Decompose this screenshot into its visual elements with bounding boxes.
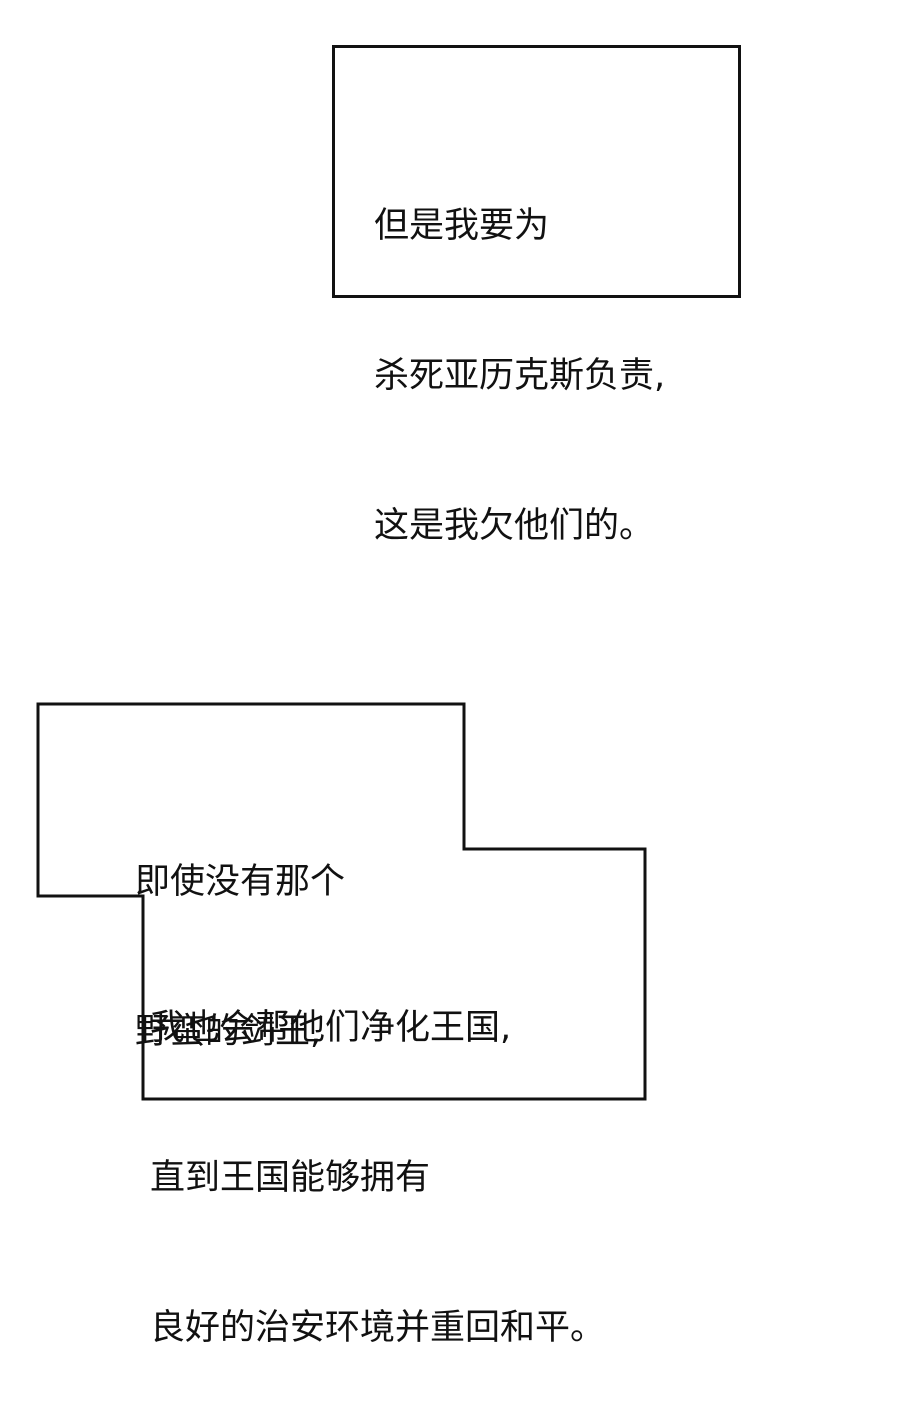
- speech-line: 但是我要为: [374, 206, 550, 246]
- speech-line: 良好的治安环境并重回和平。: [150, 1308, 606, 1348]
- speech-line: 即使没有那个: [135, 862, 346, 902]
- speech-line: 我也会帮他们净化王国,: [150, 1008, 512, 1048]
- speech-box-2: [36, 702, 647, 1101]
- speech-line: 这是我欠他们的。: [374, 506, 655, 546]
- speech-box-1: [332, 45, 741, 298]
- speech-box-1-text: 但是我要为 杀死亚历克斯负责, 这是我欠他们的。: [374, 101, 665, 601]
- speech-line: 直到王国能够拥有: [150, 1158, 431, 1198]
- speech-box-2-text-bottom: 我也会帮他们净化王国, 直到王国能够拥有 良好的治安环境并重回和平。: [150, 903, 605, 1403]
- speech-line: 野蛮的剑王,: [135, 1012, 322, 1052]
- speech-line: 杀死亚历克斯负责,: [374, 356, 666, 396]
- speech-box-2-text-top: 即使没有那个 野蛮的剑王,: [135, 757, 345, 1107]
